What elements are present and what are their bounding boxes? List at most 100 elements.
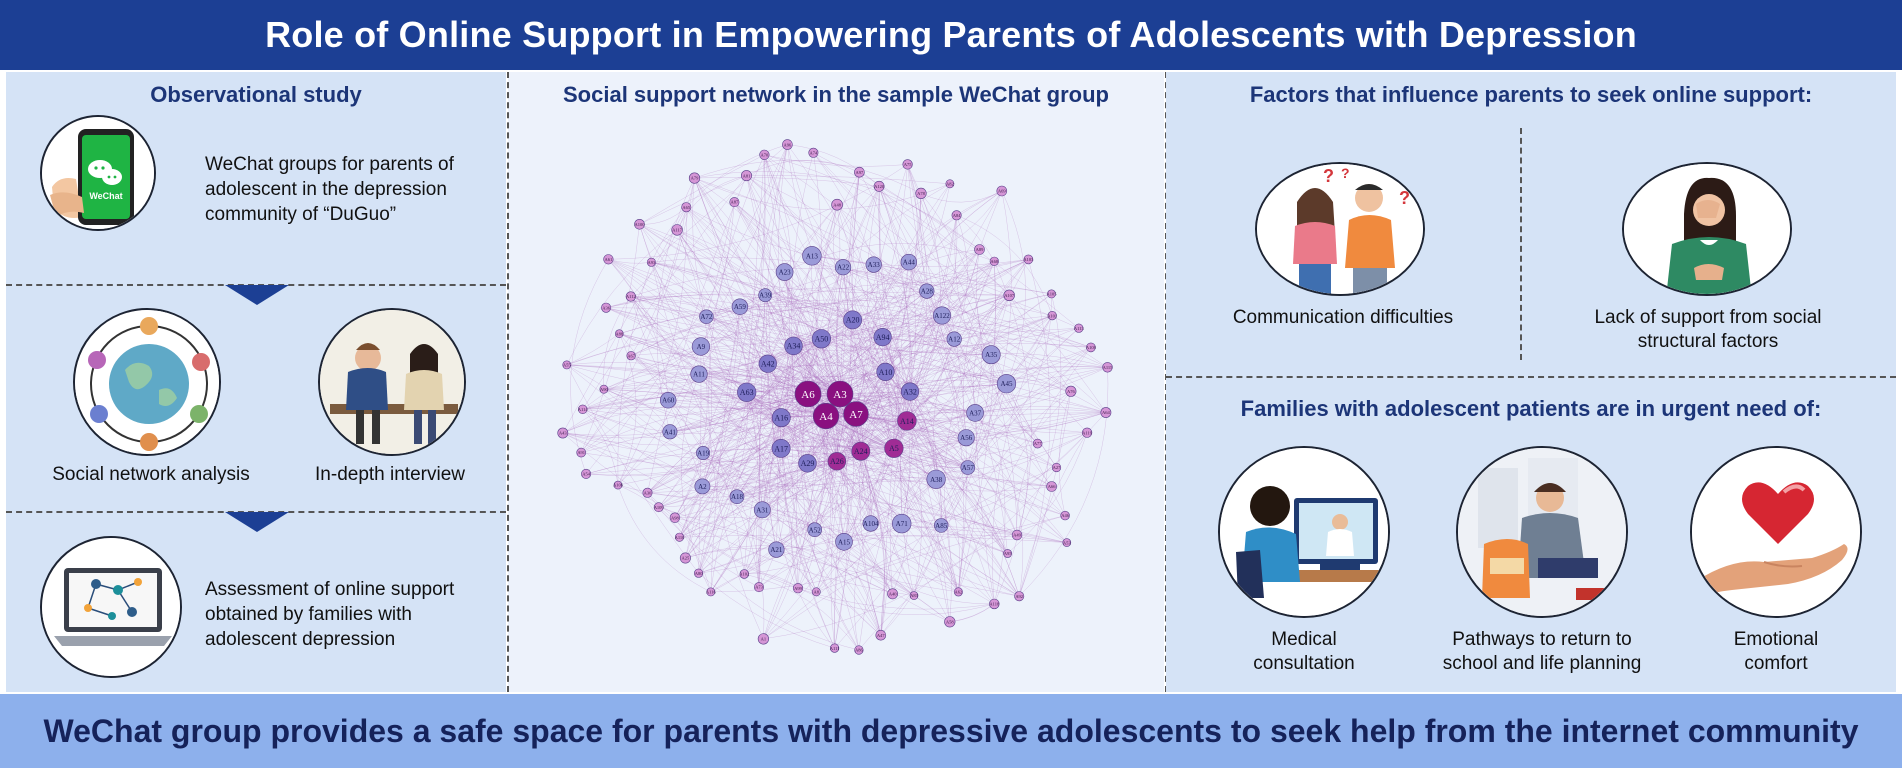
network-edge: [679, 338, 822, 538]
network-node-circle: [739, 569, 750, 579]
network-node-label: A100: [635, 222, 646, 227]
network-edge: [630, 282, 1052, 356]
network-edge: [836, 261, 995, 462]
network-edge: [906, 412, 1106, 422]
network-edge: [852, 190, 1002, 321]
network-edge: [669, 295, 766, 432]
network-edge: [669, 338, 822, 433]
network-edge: [860, 447, 968, 468]
network-edge: [816, 479, 937, 593]
network-node-label: A40: [889, 592, 897, 597]
network-edge: [793, 345, 968, 468]
network-node-a2: A2: [694, 478, 711, 495]
network-edge: [698, 327, 1079, 375]
network-edge: [698, 345, 794, 574]
network-edge: [811, 255, 841, 395]
network-node-a67: A67: [626, 351, 636, 361]
network-edge: [746, 271, 785, 393]
network-edge: [791, 345, 881, 636]
divider: [507, 72, 509, 692]
network-node-a65: A65: [681, 202, 692, 213]
network-edge: [736, 496, 1008, 554]
network-node-circle: [694, 478, 711, 495]
network-edge: [940, 190, 1012, 526]
communication-difficulties-label: Communication difficulties: [1232, 307, 1454, 328]
network-node-label: A106: [613, 483, 624, 488]
network-edge: [746, 392, 968, 468]
network-node-a91: A91: [576, 447, 587, 458]
network-node-circle: [696, 445, 711, 460]
network-node-label: A120: [874, 184, 885, 189]
network-edge: [767, 363, 902, 524]
network-edge: [855, 402, 976, 415]
wechat-groups-description: WeChat groups for parents of adolescent …: [205, 154, 454, 225]
network-node-label: A25: [682, 556, 690, 561]
network-edge: [1058, 391, 1072, 516]
network-edge: [676, 229, 766, 296]
network-edge: [763, 393, 814, 640]
network-node-label: A84: [953, 213, 961, 218]
network-edge: [734, 201, 951, 622]
network-edge: [816, 515, 1066, 593]
network-edge: [781, 417, 1052, 492]
network-node-circle: [634, 219, 645, 230]
network-node-circle: [1100, 407, 1112, 418]
network-edge: [694, 177, 942, 526]
network-edge: [651, 262, 838, 462]
network-edge: [836, 215, 957, 462]
network-edge: [893, 339, 955, 449]
network-node-label: A33: [868, 261, 881, 269]
network-node-a38: A38: [926, 469, 946, 489]
network-edge: [906, 293, 1052, 422]
network-edge: [870, 420, 908, 524]
network-node-label: A95: [1004, 551, 1012, 556]
network-edge: [603, 367, 809, 395]
network-edge: [619, 333, 895, 449]
network-heading: Social support network in the sample WeC…: [563, 82, 1109, 107]
network-node-label: A55: [563, 363, 571, 368]
network-node-label: A44: [903, 259, 916, 267]
network-edge: [885, 371, 1018, 536]
network-node-a58: A58: [944, 616, 956, 628]
network-edge: [762, 417, 782, 510]
network-node-a50: A50: [811, 329, 832, 349]
network-edge: [839, 347, 1092, 398]
network-node-a115: A115: [1102, 362, 1113, 373]
network-node-circle: [807, 522, 823, 538]
observational-study-heading: Observational study: [150, 82, 362, 107]
network-edge: [639, 224, 893, 594]
network-node-circle: [675, 532, 685, 542]
network-edge: [807, 267, 844, 395]
network-node-a95: A95: [1003, 549, 1012, 558]
network-edge: [901, 391, 913, 524]
network-edge: [860, 450, 968, 468]
network-edge: [815, 172, 860, 417]
network-edge: [836, 315, 1053, 462]
network-node-a77: A77: [1032, 438, 1043, 449]
network-node-label: A108: [1086, 345, 1097, 350]
network-edge: [836, 461, 1020, 597]
network-edge: [685, 295, 766, 559]
network-edge: [843, 266, 1053, 316]
network-edge: [647, 479, 937, 494]
network-node-a49: A49: [1011, 529, 1023, 541]
network-node-circle: [784, 336, 803, 356]
divider: [1520, 128, 1522, 360]
network-edge: [562, 432, 915, 596]
network-edge: [821, 249, 980, 339]
network-edge: [706, 202, 735, 317]
network-edge: [776, 255, 813, 550]
network-node-a44: A44: [900, 253, 917, 271]
network-node-circle: [688, 172, 701, 184]
network-node-a9: A9: [691, 337, 710, 356]
network-edge: [582, 409, 619, 486]
network-node-circle: [1060, 510, 1070, 521]
network-edge: [893, 354, 992, 449]
globe-network-icon: [73, 308, 221, 456]
network-edge: [617, 207, 687, 486]
network-edge: [605, 307, 808, 464]
network-edge: [882, 293, 1052, 342]
network-edge: [842, 267, 895, 449]
network-edge: [880, 261, 997, 636]
network-edge: [860, 451, 886, 636]
